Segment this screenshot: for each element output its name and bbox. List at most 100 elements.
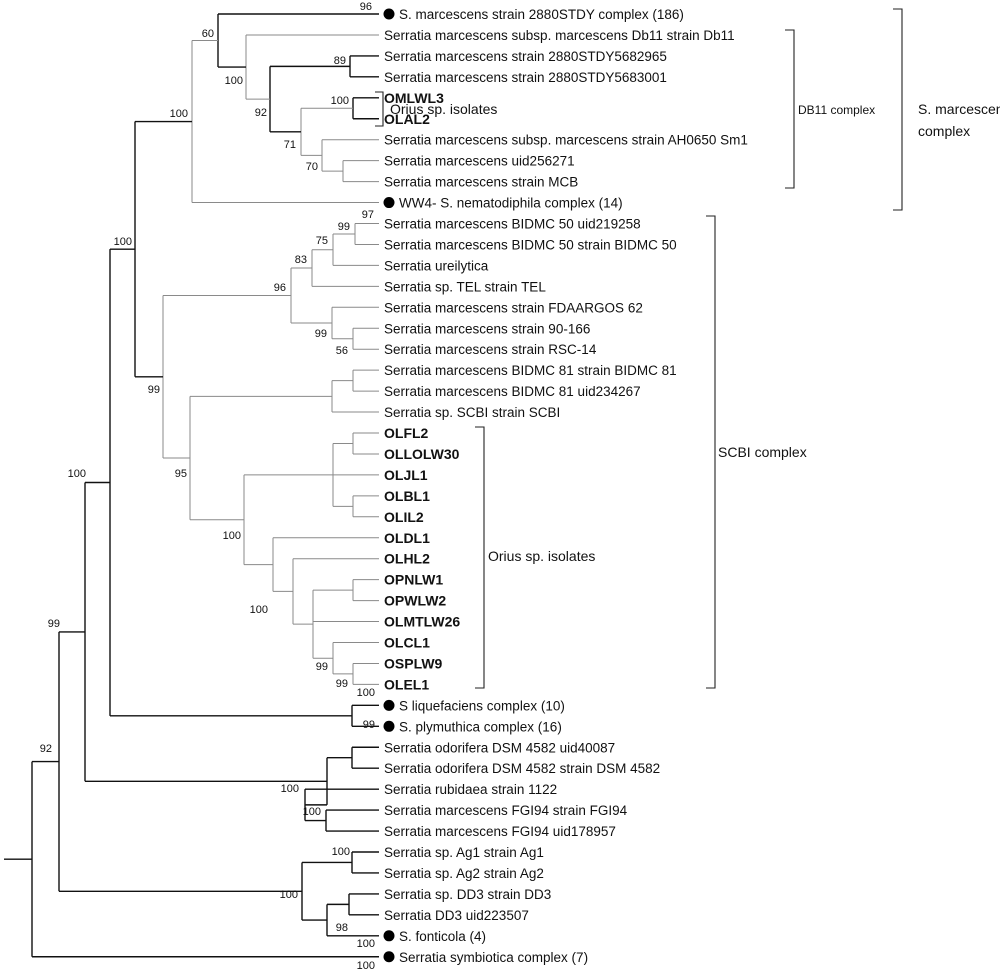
leaf-label-l41: Serratia sp. Ag1 strain Ag1: [384, 845, 544, 860]
collapsed-clade-dot: [383, 951, 395, 963]
leaf-label-l16: Serratia marcescens strain 90-166: [384, 321, 590, 336]
leaf-label-l4: Serratia marcescens strain 2880STDY56830…: [384, 70, 667, 85]
bootstrap-value: 99: [315, 328, 327, 340]
leaf-label-l40: Serratia marcescens FGI94 uid178957: [384, 824, 616, 839]
leaf-label-l29: OPWLW2: [384, 593, 446, 609]
clade-brackets: Orius sp. isolates DB11 complex S. marce…: [375, 8, 1000, 689]
leaf-label-l30: OLMTLW26: [384, 614, 460, 630]
leaf-label-l10: WW4- S. nematodiphila complex (14): [399, 196, 623, 211]
bootstrap-value: 92: [255, 107, 267, 119]
leaf-label-l17: Serratia marcescens strain RSC-14: [384, 342, 597, 357]
bootstrap-value: 75: [316, 235, 328, 247]
bootstrap-value: 100: [68, 468, 86, 480]
leaf-label-l2: Serratia marcescens subsp. marcescens Db…: [384, 28, 735, 43]
bootstrap-value: 100: [170, 108, 188, 120]
leaf-label-l45: S. fonticola (4): [399, 929, 486, 944]
leaf-label-l42: Serratia sp. Ag2 strain Ag2: [384, 866, 544, 881]
label-db11: DB11 complex: [798, 103, 875, 117]
leaf-label-l19: Serratia marcescens BIDMC 81 uid234267: [384, 384, 641, 399]
bootstrap-value: 71: [284, 139, 296, 151]
leaf-labels: S. marcescens strain 2880STDY complex (1…: [384, 7, 748, 965]
bootstrap-value: 56: [336, 345, 348, 357]
collapsed-clade-dot: [383, 720, 395, 732]
bootstrap-value: 70: [306, 161, 318, 173]
leaf-label-l36: Serratia odorifera DSM 4582 uid40087: [384, 740, 615, 755]
leaf-label-l7: Serratia marcescens subsp. marcescens st…: [384, 133, 748, 148]
leaf-label-l8: Serratia marcescens uid256271: [384, 154, 575, 169]
bootstrap-value: 96: [360, 1, 372, 13]
leaf-label-l27: OLHL2: [384, 551, 430, 567]
bootstrap-value: 100: [357, 687, 375, 699]
leaf-label-l20: Serratia sp. SCBI strain SCBI: [384, 405, 560, 420]
leaf-label-l33: OLEL1: [384, 676, 429, 692]
leaf-label-l11: Serratia marcescens BIDMC 50 uid219258: [384, 217, 641, 232]
bootstrap-value: 99: [338, 221, 350, 233]
collapsed-clade-dot: [383, 930, 395, 942]
bootstrap-value: 100: [280, 889, 298, 901]
bootstrap-value: 100: [357, 938, 375, 950]
collapsed-clade-dot: [383, 197, 395, 209]
bracket-orius-small: [375, 91, 384, 127]
bootstrap-value: 96: [274, 282, 286, 294]
bootstrap-value: 100: [303, 806, 321, 818]
bootstrap-value: 98: [336, 922, 348, 934]
bootstrap-value: 99: [148, 384, 160, 396]
leaf-label-l24: OLBL1: [384, 488, 430, 504]
leaf-label-l22: OLLOLW30: [384, 446, 460, 462]
leaf-label-l37: Serratia odorifera DSM 4582 strain DSM 4…: [384, 761, 660, 776]
leaf-label-l21: OLFL2: [384, 425, 429, 441]
leaf-label-l35: S. plymuthica complex (16): [399, 719, 562, 734]
label-smarcescens-line2: complex: [918, 123, 970, 139]
bootstrap-value: 99: [316, 661, 328, 673]
leaf-label-l44: Serratia DD3 uid223507: [384, 908, 529, 923]
leaf-label-l14: Serratia sp. TEL strain TEL: [384, 279, 546, 294]
leaf-label-l38: Serratia rubidaea strain 1122: [384, 782, 557, 797]
leaf-label-l12: Serratia marcescens BIDMC 50 strain BIDM…: [384, 237, 677, 252]
bootstrap-value: 99: [48, 618, 60, 630]
leaf-label-l13: Serratia ureilytica: [384, 258, 489, 273]
label-smarcescens-line1: S. marcescens: [918, 101, 1000, 117]
bootstrap-value: 60: [202, 28, 214, 40]
bootstrap-value: 100: [223, 530, 241, 542]
bootstrap-value: 83: [295, 254, 307, 266]
bootstrap-value: 95: [175, 468, 187, 480]
collapsed-clade-dot: [383, 699, 395, 711]
leaf-label-l25: OLIL2: [384, 509, 424, 525]
leaf-label-l6: OLAL2: [384, 111, 430, 127]
tree-branches: [4, 13, 379, 958]
bootstrap-value: 100: [331, 95, 349, 107]
leaf-label-l28: OPNLW1: [384, 572, 443, 588]
leaf-label-l9: Serratia marcescens strain MCB: [384, 175, 578, 190]
label-scbi: SCBI complex: [718, 444, 807, 460]
bootstrap-value: 100: [281, 783, 299, 795]
leaf-label-l5: OMLWL3: [384, 90, 444, 106]
bootstrap-value: 100: [225, 75, 243, 87]
bracket-scbi: [706, 215, 716, 689]
bootstrap-value: 100: [114, 236, 132, 248]
bootstrap-value: 100: [357, 960, 375, 970]
bootstrap-value: 99: [363, 719, 375, 731]
leaf-label-l39: Serratia marcescens FGI94 strain FGI94: [384, 803, 628, 818]
bracket-smarcescens: [893, 8, 903, 211]
leaf-label-l34: S liquefaciens complex (10): [399, 698, 565, 713]
collapsed-clade-dot: [383, 8, 395, 20]
leaf-label-l18: Serratia marcescens BIDMC 81 strain BIDM…: [384, 363, 677, 378]
leaf-label-l23: OLJL1: [384, 467, 428, 483]
bootstrap-value: 99: [336, 678, 348, 690]
bracket-orius-large: [475, 426, 485, 689]
collapsed-clade-markers: [383, 8, 395, 963]
bootstrap-value: 100: [250, 604, 268, 616]
leaf-label-l3: Serratia marcescens strain 2880STDY56829…: [384, 49, 667, 64]
leaf-label-l15: Serratia marcescens strain FDAARGOS 62: [384, 300, 643, 315]
leaf-label-l26: OLDL1: [384, 530, 430, 546]
bootstrap-values: 9660100100899210071701009799758396995699…: [40, 1, 375, 970]
bootstrap-value: 89: [334, 55, 346, 67]
bracket-db11: [785, 29, 795, 189]
label-orius-small: Orius sp. isolates: [390, 101, 497, 117]
leaf-label-l31: OLCL1: [384, 635, 430, 651]
bootstrap-value: 100: [332, 846, 350, 858]
label-orius-large: Orius sp. isolates: [488, 548, 595, 564]
leaf-label-l32: OSPLW9: [384, 655, 443, 671]
bootstrap-value: 92: [40, 743, 52, 755]
